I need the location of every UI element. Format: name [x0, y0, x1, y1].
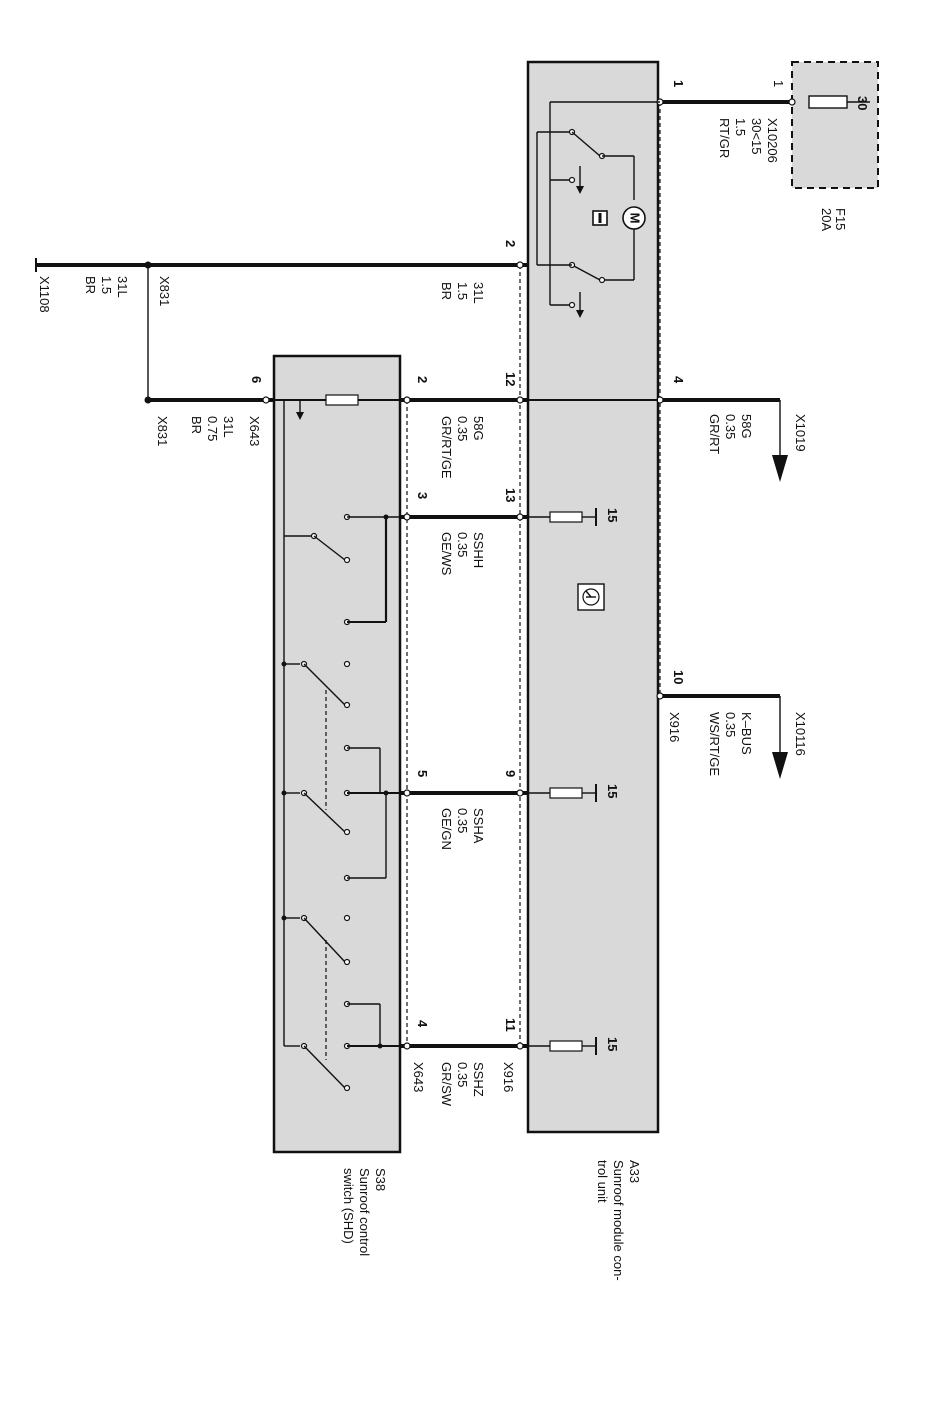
ground-main-signal: 31L [471, 282, 486, 304]
ssh-z-color: GR/SW [439, 1062, 454, 1107]
kbus-splice: X916 [667, 712, 682, 742]
x831-size: 1.5 [99, 276, 114, 294]
module-pin-2: 2 [503, 240, 518, 247]
ssh-h-size: 0.35 [455, 532, 470, 557]
module-pin-9: 9 [503, 770, 518, 777]
hall-sensor-icon [577, 583, 605, 611]
ground-main-size: 1.5 [455, 282, 470, 300]
module-pin-10: 10 [671, 670, 686, 684]
ground-sw-size: 0.75 [205, 416, 220, 441]
x831-connector-2: X831 [155, 416, 170, 446]
switch-name-1: Sunroof control [357, 1168, 372, 1256]
ground-sw-signal: 31L [221, 416, 236, 438]
fuse-terminal: 30 [855, 96, 870, 110]
light-sw-color: GR/RT/GE [439, 416, 454, 479]
x643-connector: X643 [247, 416, 262, 446]
ground-sw-color: BR [189, 416, 204, 434]
module-pin-13: 13 [503, 488, 518, 502]
ground-main-color: BR [439, 282, 454, 300]
motor-circuit: M [536, 101, 660, 318]
module-pin-4: 4 [671, 376, 686, 384]
switch-pin-6: 6 [249, 376, 264, 383]
kbus-color: WS/RT/GE [707, 712, 722, 776]
feed-label-517: 15 [605, 508, 620, 522]
kbus-signal: K–BUS [739, 712, 754, 755]
switch-s38-box [272, 354, 402, 1154]
switch-internals [274, 394, 400, 1092]
arrow-x1019 [772, 455, 788, 482]
arrow-x10116 [772, 752, 788, 779]
light-out-size: 0.35 [723, 414, 738, 439]
ssh-a-signal: SSHA [471, 808, 486, 844]
ssh-z-signal: SSHZ [471, 1062, 486, 1097]
fuse-icon [808, 95, 848, 109]
module-pin-12: 12 [503, 372, 518, 386]
switch-pin-4: 4 [415, 1020, 430, 1028]
x831-signal: 31L [115, 276, 130, 298]
ssh-a-size: 0.35 [455, 808, 470, 833]
ssh-h-color: GE/WS [439, 532, 454, 576]
light-sw-size: 0.35 [455, 416, 470, 441]
switch-pin-5: 5 [415, 770, 430, 777]
fuse-id: F15 [833, 208, 848, 230]
light-out-color: GR/RT [707, 414, 722, 454]
x916-connector-a: X916 [501, 1062, 516, 1092]
kbus-size: 0.35 [723, 712, 738, 737]
fuse-box [791, 61, 879, 189]
feed-label-1046: 15 [605, 1037, 620, 1051]
module-pin-1: 1 [671, 80, 686, 87]
power-size: 1.5 [733, 118, 748, 136]
feed-label-793: 15 [605, 784, 620, 798]
x1108-label: X1108 [37, 276, 52, 313]
power-color: RT/GR [717, 118, 732, 158]
fuse-rating: 20A [819, 208, 834, 231]
ssh-z-size: 0.35 [455, 1062, 470, 1087]
module-pin-11: 11 [503, 1018, 518, 1032]
module-name-2: trol unit [595, 1160, 610, 1203]
module-id: A33 [627, 1160, 642, 1183]
power-signal: 30<15 [749, 118, 764, 155]
x831-node-bottom [144, 396, 152, 404]
ssh-a-color: GE/GN [439, 808, 454, 850]
power-connector: X10206 [765, 118, 780, 163]
switch-lamp-resistor [325, 394, 359, 406]
x831-node-top [144, 261, 152, 269]
x643-connector-b: X643 [411, 1062, 426, 1092]
switch-pin-3: 3 [415, 492, 430, 499]
pullup-x1046 [528, 1037, 597, 1055]
light-sw-signal: 58G [471, 416, 486, 441]
pin-markers [262, 98, 796, 1050]
svg-text:M: M [628, 213, 643, 224]
switch-pin-2: 2 [415, 376, 430, 383]
x10116-connector: X10116 [793, 712, 808, 756]
pullup-x793 [528, 784, 597, 802]
ssh-h-signal: SSHH [471, 532, 486, 568]
light-out-signal: 58G [739, 414, 754, 439]
fuse-pin: 1 [771, 80, 786, 87]
x831-color: BR [83, 276, 98, 294]
switch-id: S38 [373, 1168, 388, 1191]
x831-connector: X831 [157, 276, 172, 306]
module-name-1: Sunroof module con- [611, 1160, 626, 1281]
switch-name-2: switch (SHD) [341, 1168, 356, 1244]
pullup-x517 [528, 508, 597, 526]
x1019-connector: X1019 [793, 414, 808, 452]
